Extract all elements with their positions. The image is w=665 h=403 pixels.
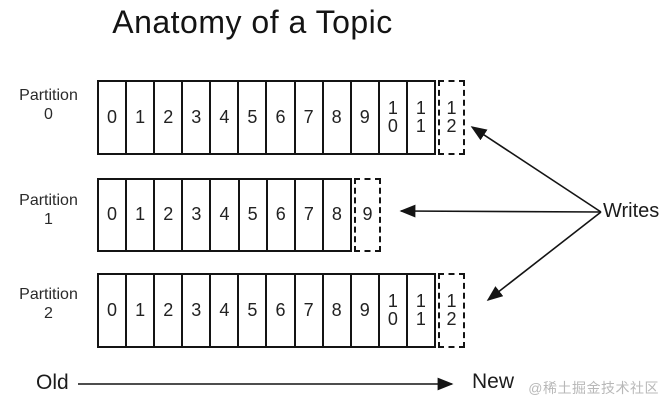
log-cell: 8: [321, 275, 350, 346]
log-cell: 7: [293, 275, 322, 346]
partition-1-next-offset-cell: 9: [354, 178, 381, 252]
partition-0-label: Partition 0: [0, 86, 97, 124]
log-cell: 6: [265, 180, 294, 250]
log-cell: 1: [125, 180, 153, 250]
log-cell: 4: [209, 82, 237, 153]
log-cell: 7: [293, 180, 322, 250]
diagram-title: Anatomy of a Topic: [112, 4, 393, 40]
watermark-text: @稀土掘金技术社区: [528, 380, 659, 396]
old-label: Old: [36, 371, 69, 394]
log-cell: 9: [349, 82, 378, 153]
log-cell: 7: [293, 82, 322, 153]
log-cell: 5: [237, 275, 265, 346]
partition-0-next-offset-cell: 1 2: [438, 80, 465, 155]
log-cell: 5: [237, 82, 265, 153]
partition-label-number: 2: [44, 305, 53, 323]
log-cell: 2: [153, 275, 181, 346]
partition-label-number: 0: [44, 106, 53, 124]
log-cell: 1 1: [405, 275, 434, 346]
writes-arrow-partition-1: [399, 204, 602, 218]
log-cell: 1: [125, 82, 153, 153]
log-cell: 5: [237, 180, 266, 250]
log-cell: 2: [153, 82, 181, 153]
log-cell: 3: [181, 180, 209, 250]
log-cell: 0: [107, 204, 118, 225]
log-cell: 4: [209, 180, 237, 250]
log-cell: 2: [153, 180, 181, 250]
partition-label-word: Partition: [19, 87, 78, 104]
log-cell: 8: [321, 82, 350, 153]
log-cell: 1 0: [377, 82, 406, 153]
writes-arrow-partition-2: [486, 211, 602, 301]
log-cell: 1: [125, 275, 153, 346]
log-cell: 6: [265, 275, 293, 346]
partition-2-next-offset-cell: 1 2: [438, 273, 465, 348]
log-cell: 3: [181, 275, 209, 346]
log-cell: 1 0: [377, 275, 406, 346]
partition-2-label: Partition 2: [0, 285, 97, 323]
log-cell: 8: [321, 180, 350, 250]
partition-1-label: Partition 1: [0, 191, 97, 229]
partition-label-number: 1: [44, 211, 53, 229]
partition-label-word: Partition: [19, 192, 78, 209]
log-cell: 3: [181, 82, 209, 153]
log-cell: 4: [209, 275, 237, 346]
log-cell: 0: [107, 299, 118, 320]
partition-label-word: Partition: [19, 286, 78, 303]
log-cell: 9: [349, 275, 378, 346]
log-cell: 1 1: [405, 82, 434, 153]
log-cell: 6: [265, 82, 293, 153]
writes-label: Writes: [603, 200, 660, 222]
log-cell: 0: [107, 106, 118, 127]
new-label: New: [472, 370, 515, 393]
writes-arrow-partition-0: [470, 126, 602, 213]
